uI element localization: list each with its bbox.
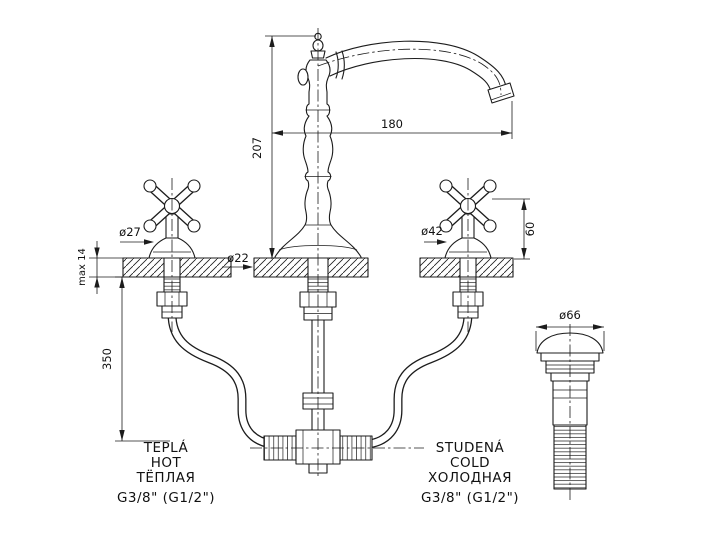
hot-label-czech: TEPLÁ <box>143 439 189 456</box>
hot-handle <box>143 179 201 259</box>
dim-deck-hole-diameter-value: ø22 <box>227 251 249 265</box>
dim-supply-length: 350 <box>100 276 170 442</box>
side-knob <box>297 68 309 86</box>
supply-pipes <box>167 313 473 449</box>
dim-deck-thickness-value: max 14 <box>77 248 88 286</box>
cold-label-english: COLD <box>450 455 490 471</box>
hot-label-russian: ТЁПЛАЯ <box>136 468 196 486</box>
cold-handle <box>439 179 497 259</box>
spout-outlet <box>487 82 515 104</box>
hot-label-english: HOT <box>151 455 182 471</box>
dim-handle-diameter: ø27 <box>119 225 154 245</box>
dim-deck-hole-diameter: ø22 <box>222 251 253 270</box>
dim-spout-reach: 180 <box>272 101 513 139</box>
cold-label-czech: STUDENÁ <box>436 439 505 456</box>
dim-spout-reach-value: 180 <box>381 117 403 131</box>
centerlines <box>171 28 571 502</box>
dim-spout-height: 207 <box>250 35 316 259</box>
cold-connection-label: STUDENÁ COLD ХОЛОДНАЯ G3/8" (G1/2") <box>421 439 519 506</box>
countertop-section <box>122 257 514 278</box>
dim-handle-height-value: 60 <box>523 222 537 237</box>
cold-label-russian: ХОЛОДНАЯ <box>428 470 512 486</box>
dim-rosette-diameter-value: ø42 <box>421 224 443 238</box>
dim-handle-height: 60 <box>492 198 537 260</box>
dim-waste-diameter: ø66 <box>535 308 605 351</box>
hot-connection-label: TEPLÁ HOT ТЁПЛАЯ G3/8" (G1/2") <box>117 439 215 506</box>
cold-label-thread: G3/8" (G1/2") <box>421 490 519 506</box>
spout-arm <box>325 40 515 104</box>
dim-deck-thickness: max 14 <box>77 241 124 294</box>
dim-handle-diameter-value: ø27 <box>119 225 141 239</box>
dim-rosette-diameter: ø42 <box>421 224 447 245</box>
dim-supply-length-value: 350 <box>100 348 114 370</box>
hot-label-thread: G3/8" (G1/2") <box>117 490 215 506</box>
dim-spout-height-value: 207 <box>250 137 264 159</box>
dim-waste-diameter-value: ø66 <box>559 308 581 322</box>
